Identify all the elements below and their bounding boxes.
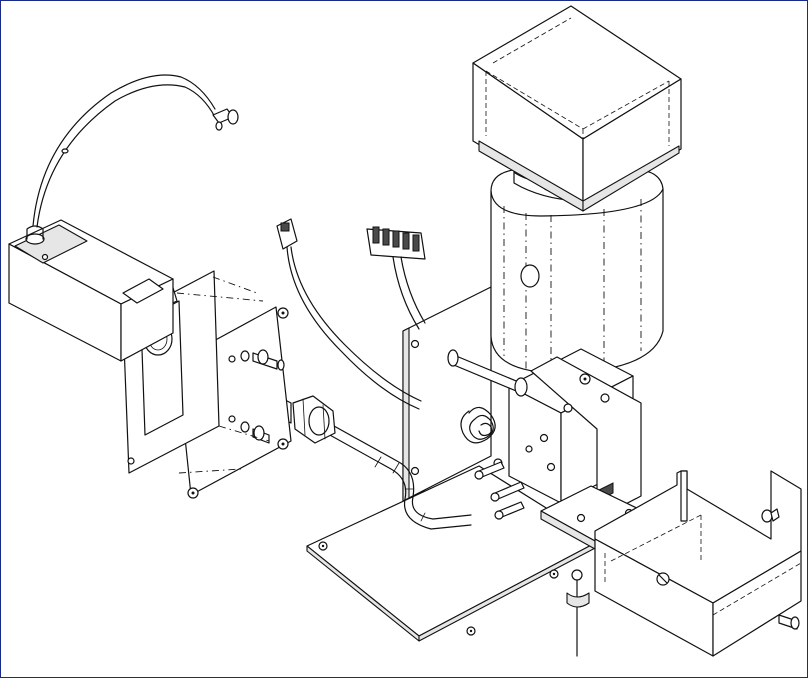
electrical-junction-box xyxy=(8,219,174,362)
terminal-strip-connector xyxy=(366,226,426,330)
open-side-cover xyxy=(566,470,802,657)
alignment-lines xyxy=(176,276,270,474)
bent-tube xyxy=(300,410,472,530)
back-plate xyxy=(402,286,492,502)
two-pin-wire-plug xyxy=(276,218,422,410)
sensor-cable-with-plug xyxy=(32,74,239,228)
box-cover xyxy=(472,5,682,212)
mounting-base-plate xyxy=(306,465,600,642)
fitting-assembly xyxy=(447,349,528,520)
